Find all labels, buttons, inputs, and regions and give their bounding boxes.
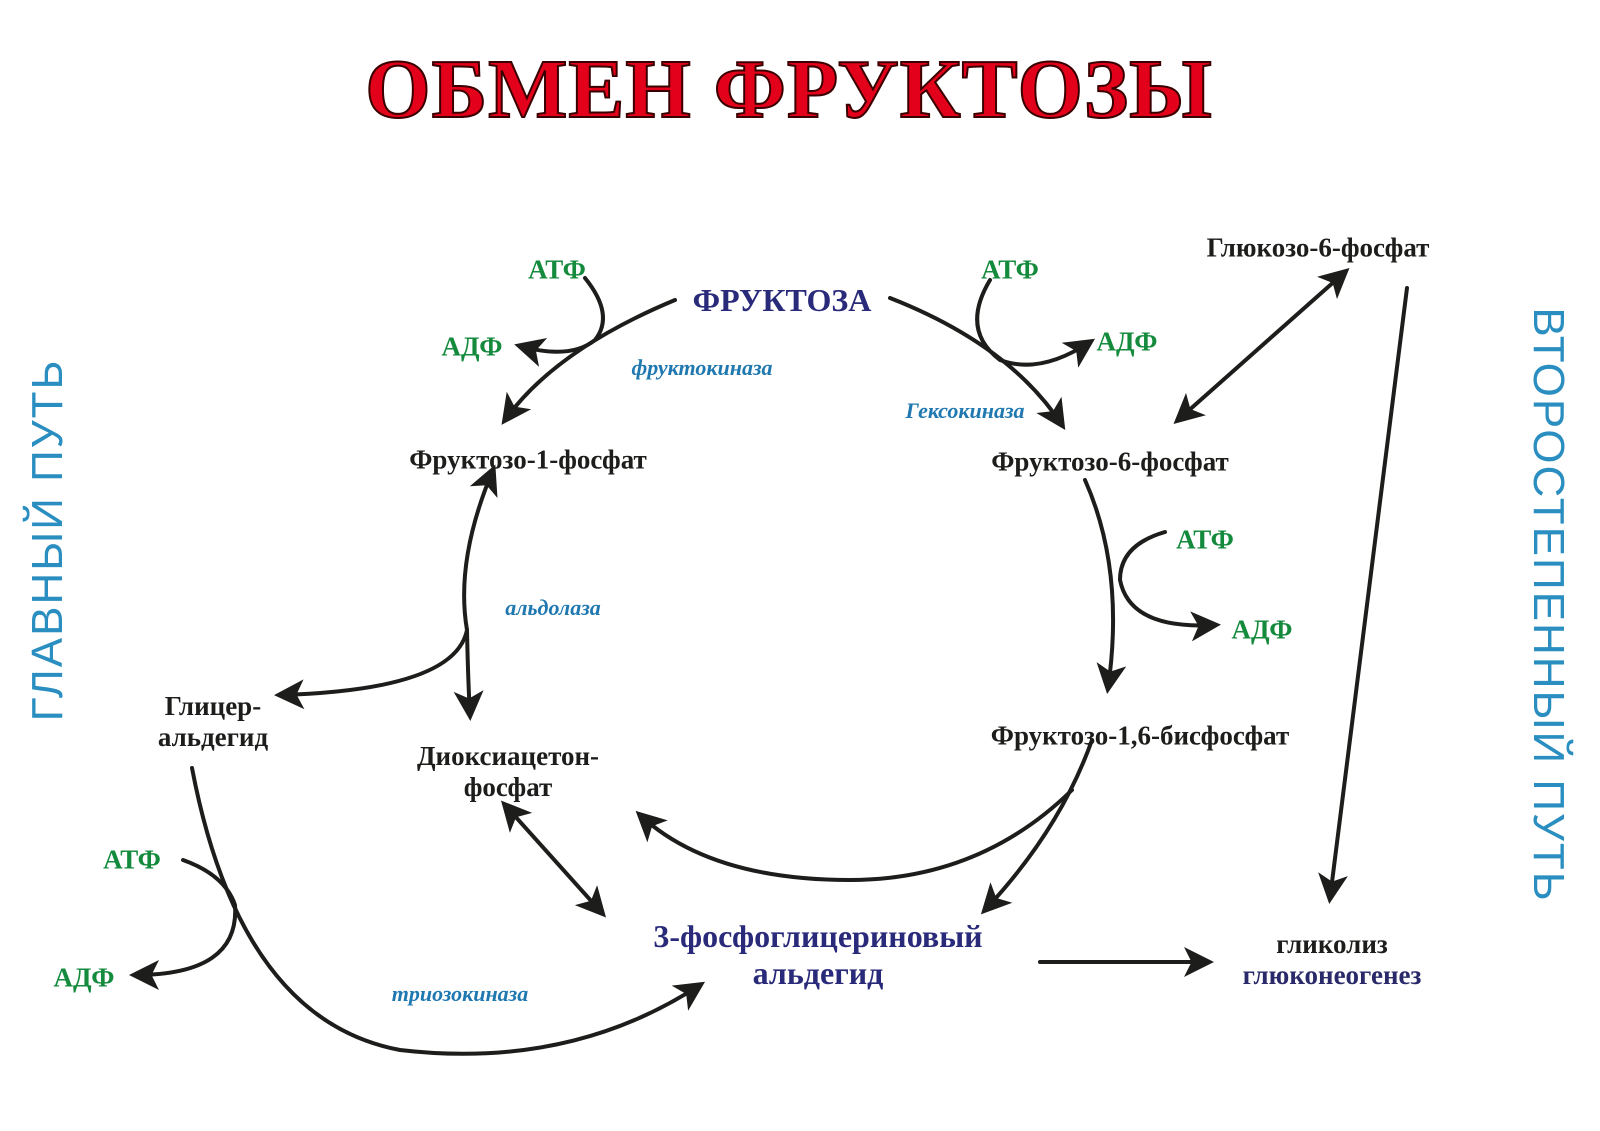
- outcome-gluconeogenesis: глюконеогенез: [1242, 960, 1422, 990]
- fructose-1-phosphate-label: Фруктозо-1-фосфат: [409, 444, 647, 475]
- glyceraldehyde-line-2: альдегид: [157, 722, 269, 752]
- glyceraldehyde-label: Глицер- альдегид: [158, 691, 268, 753]
- arrow-atp-adp-fructokinase: [514, 276, 605, 367]
- arrow-dhap-g3p: [500, 800, 607, 918]
- arrow-f1p-aldolase: [462, 464, 498, 632]
- g3p-label: 3-фосфоглицериновый альдегид: [653, 918, 982, 992]
- atp-fructokinase: АТФ: [528, 254, 586, 285]
- arrow-g6p-to-glycolysis: [1318, 286, 1409, 904]
- glucose-6-phosphate-label: Глюкозо-6-фосфат: [1206, 232, 1430, 263]
- arrow-aldolase-to-dhap: [453, 628, 484, 721]
- dhap-line-2: фосфат: [463, 772, 553, 802]
- page-title: ОБМЕН ФРУКТОЗЫ: [364, 43, 1213, 136]
- enzyme-triokinase: триозокиназа: [391, 981, 529, 1006]
- arrow-glyceraldehyde-to-g3p: [190, 766, 706, 1056]
- enzyme-hexokinase: Гексокиназа: [905, 398, 1025, 423]
- arrow-g6p-f6p: [1173, 268, 1350, 424]
- g3p-line-2: альдегид: [752, 955, 884, 991]
- arrow-f16bp-to-dhap: [635, 788, 1074, 883]
- arrow-atp-adp-pfk: [1117, 530, 1221, 642]
- main-pathway-label: ГЛАВНЫЙ ПУТЬ: [23, 358, 72, 722]
- adp-hexokinase: АДФ: [1096, 326, 1158, 357]
- atp-pfk: АТФ: [1176, 524, 1234, 555]
- secondary-pathway-label: ВТОРОСТЕПЕННЫЙ ПУТЬ: [1524, 307, 1573, 903]
- fructose-6-phosphate-label: Фруктозо-6-фосфат: [991, 446, 1229, 477]
- adp-pfk: АДФ: [1231, 614, 1293, 645]
- dhap-label: Диоксиацетон- фосфат: [417, 741, 599, 803]
- dhap-line-1: Диоксиацетон-: [416, 740, 600, 771]
- arrow-aldolase-to-glyceraldehyde: [274, 628, 469, 710]
- enzyme-fructokinase: фруктокиназа: [631, 355, 773, 380]
- adp-fructokinase: АДФ: [441, 331, 503, 362]
- arrow-atp-adp-hexokinase: [975, 278, 1096, 368]
- arrow-atp-adp-triokinase: [129, 858, 238, 990]
- arrow-f16bp-to-g3p: [980, 738, 1094, 915]
- arrow-f6p-to-f16bp: [1083, 478, 1127, 694]
- atp-triokinase: АТФ: [103, 844, 161, 875]
- atp-hexokinase: АТФ: [981, 254, 1039, 285]
- outcome-glycolysis: гликолиз: [1276, 928, 1388, 959]
- g3p-line-1: 3-фосфоглицериновый: [653, 918, 983, 955]
- adp-triokinase: АДФ: [53, 962, 115, 993]
- fructose-label: ФРУКТОЗА: [692, 282, 872, 318]
- outcome-label: гликолиз глюконеогенез: [1243, 929, 1422, 991]
- enzyme-aldolase: альдолаза: [505, 595, 601, 620]
- glyceraldehyde-line-1: Глицер-: [164, 690, 262, 721]
- fructose-1-6-bisphosphate-label: Фруктозо-1,6-бисфосфат: [990, 720, 1290, 751]
- arrow-fructose-to-f1p: [501, 298, 677, 425]
